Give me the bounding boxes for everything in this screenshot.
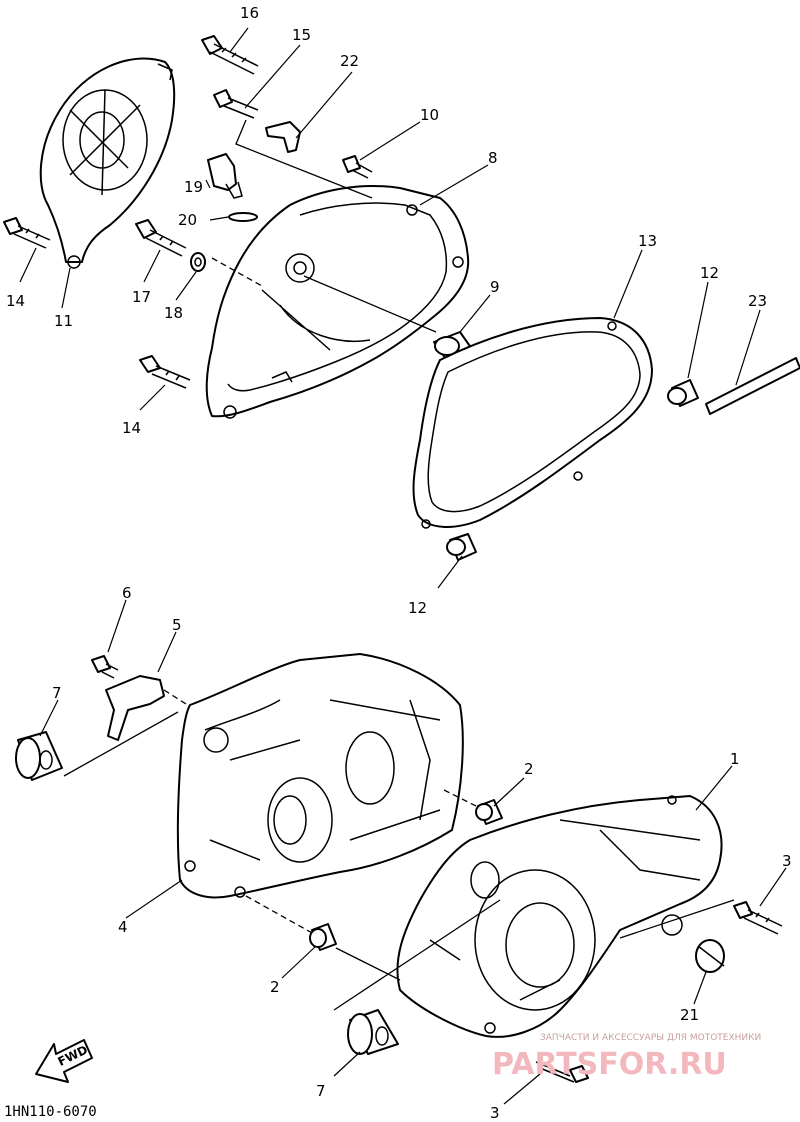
callout-3-right: 3	[782, 852, 792, 870]
part-21-cap	[695, 939, 725, 973]
callout-19: 19	[184, 178, 203, 196]
part-1-crankcase-right	[396, 795, 723, 1038]
part-23-rod	[705, 357, 800, 415]
watermark-brand: PARTSFOR.RU	[492, 1047, 727, 1082]
callout-10: 10	[420, 106, 439, 124]
callout-1: 1	[730, 750, 740, 768]
callout-15: 15	[292, 26, 311, 44]
callout-12-lower: 12	[408, 599, 427, 617]
drawing-code: 1HN110-6070	[4, 1104, 97, 1120]
callout-6: 6	[122, 584, 132, 602]
callout-labels: 16 15 22 10 8 19 20 14 11 17 18 13 12 23…	[6, 4, 792, 1122]
part-5-bracket	[105, 675, 165, 741]
callout-14-lower: 14	[122, 419, 141, 437]
watermark: ЗАПЧАСТИ И АКСЕССУАРЫ ДЛЯ МОТОТЕХНИКИ PA…	[492, 1033, 761, 1082]
callout-21: 21	[680, 1006, 699, 1024]
callout-9: 9	[490, 278, 500, 296]
leader-lines	[19, 27, 787, 1105]
callout-22: 22	[340, 52, 359, 70]
part-17-bolt	[135, 219, 187, 257]
callout-7-lower: 7	[316, 1082, 326, 1100]
callout-11: 11	[54, 312, 73, 330]
callout-5: 5	[172, 616, 182, 634]
callout-8: 8	[488, 149, 498, 167]
part-10-bolt	[342, 155, 373, 179]
callout-3-lower: 3	[490, 1104, 500, 1122]
part-12-dowel-lower	[446, 533, 477, 561]
part-6-bolt	[91, 655, 119, 679]
part-13-gasket	[412, 317, 653, 529]
part-22-bracket	[265, 121, 301, 153]
part-11-fan-shroud	[39, 57, 176, 269]
callout-7-left: 7	[52, 684, 62, 702]
callout-4: 4	[118, 918, 128, 936]
part-19-plug	[207, 153, 243, 199]
callout-13: 13	[638, 232, 657, 250]
callout-12-right: 12	[700, 264, 719, 282]
part-2-dowel-upper	[475, 799, 503, 825]
part-18-washer	[190, 252, 206, 272]
part-16-bolt	[201, 35, 259, 75]
part-2-dowel-lower	[309, 923, 337, 951]
callout-2-upper: 2	[524, 760, 534, 778]
callout-18: 18	[164, 304, 183, 322]
callout-23: 23	[748, 292, 767, 310]
callout-14-upper: 14	[6, 292, 25, 310]
part-3-bolt-right	[733, 901, 783, 935]
part-7-bushing-lower	[347, 1009, 399, 1055]
fwd-arrow: FWD	[35, 1039, 93, 1083]
callout-17: 17	[132, 288, 151, 306]
part-15-bolt	[213, 89, 259, 119]
part-14-bolt-upper	[3, 217, 51, 249]
callout-16: 16	[240, 4, 259, 22]
part-3-bolt-lower	[535, 1061, 589, 1083]
callout-20: 20	[178, 211, 197, 229]
part-8-crankcase-cover	[205, 185, 470, 419]
part-14-bolt-lower	[139, 355, 191, 389]
part-12-dowel-right	[667, 379, 699, 407]
part-7-bushing-left	[15, 731, 63, 781]
callout-2-lower: 2	[270, 978, 280, 996]
watermark-tagline: ЗАПЧАСТИ И АКСЕССУАРЫ ДЛЯ МОТОТЕХНИКИ	[540, 1033, 761, 1043]
part-20-o-ring	[228, 212, 258, 222]
part-4-crankcase-left	[176, 653, 464, 899]
